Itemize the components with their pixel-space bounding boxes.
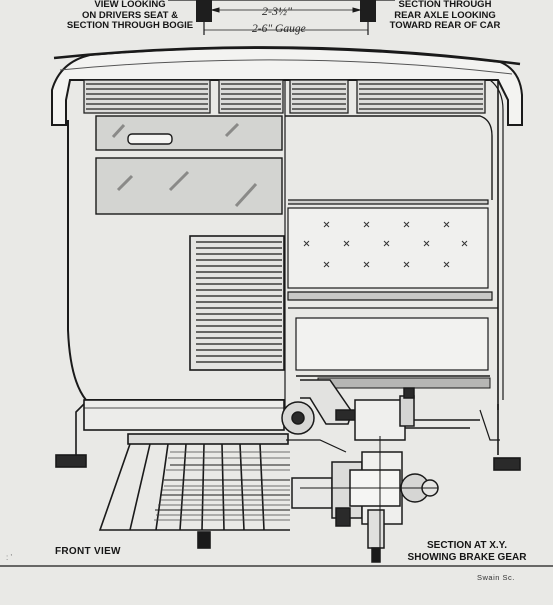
upholstery-buttons [303,221,468,268]
dimension-gauge: 2-6" Gauge [252,23,306,35]
caption-left-line-3: SECTION THROUGH BOGIE [66,20,194,31]
dimension-top: 2-3½" [262,4,293,18]
step-brackets [55,403,521,471]
front-windows [95,115,283,215]
rear-axle [291,436,439,563]
section-label-line-2: SHOWING BRAKE GEAR [407,552,527,563]
bogie-frame [98,433,290,549]
section-label: SECTION AT X.Y. SHOWING BRAKE GEAR [378,540,553,564]
caption-left-line-1: VIEW LOOKING [94,0,166,10]
front-grille [189,235,285,371]
front-view-label: FRONT VIEW [55,546,121,557]
roof [51,46,523,126]
caption-left: VIEW LOOKING ON DRIVERS SEAT & SECTION T… [50,0,210,32]
upper-fragment [168,0,395,35]
section-label-line-1: SECTION AT X.Y. [426,540,507,551]
car-body [67,79,504,431]
brake-gear [281,379,480,453]
caption-right-line-1: SECTION THROUGH [398,0,492,10]
engraver-signature: Swain Sc. [477,573,515,582]
caption-right-line-3: TOWARD REAR OF CAR [389,20,501,31]
caption-right-line-2: REAR AXLE LOOKING [394,9,496,21]
margin-mark: : ' [6,553,12,562]
section-interior [285,115,498,389]
caption-left-line-2: ON DRIVERS SEAT & [82,9,178,21]
bogie-slats [154,451,290,521]
caption-right: SECTION THROUGH REAR AXLE LOOKING TOWARD… [360,0,530,32]
roof-ventilators [83,79,486,114]
